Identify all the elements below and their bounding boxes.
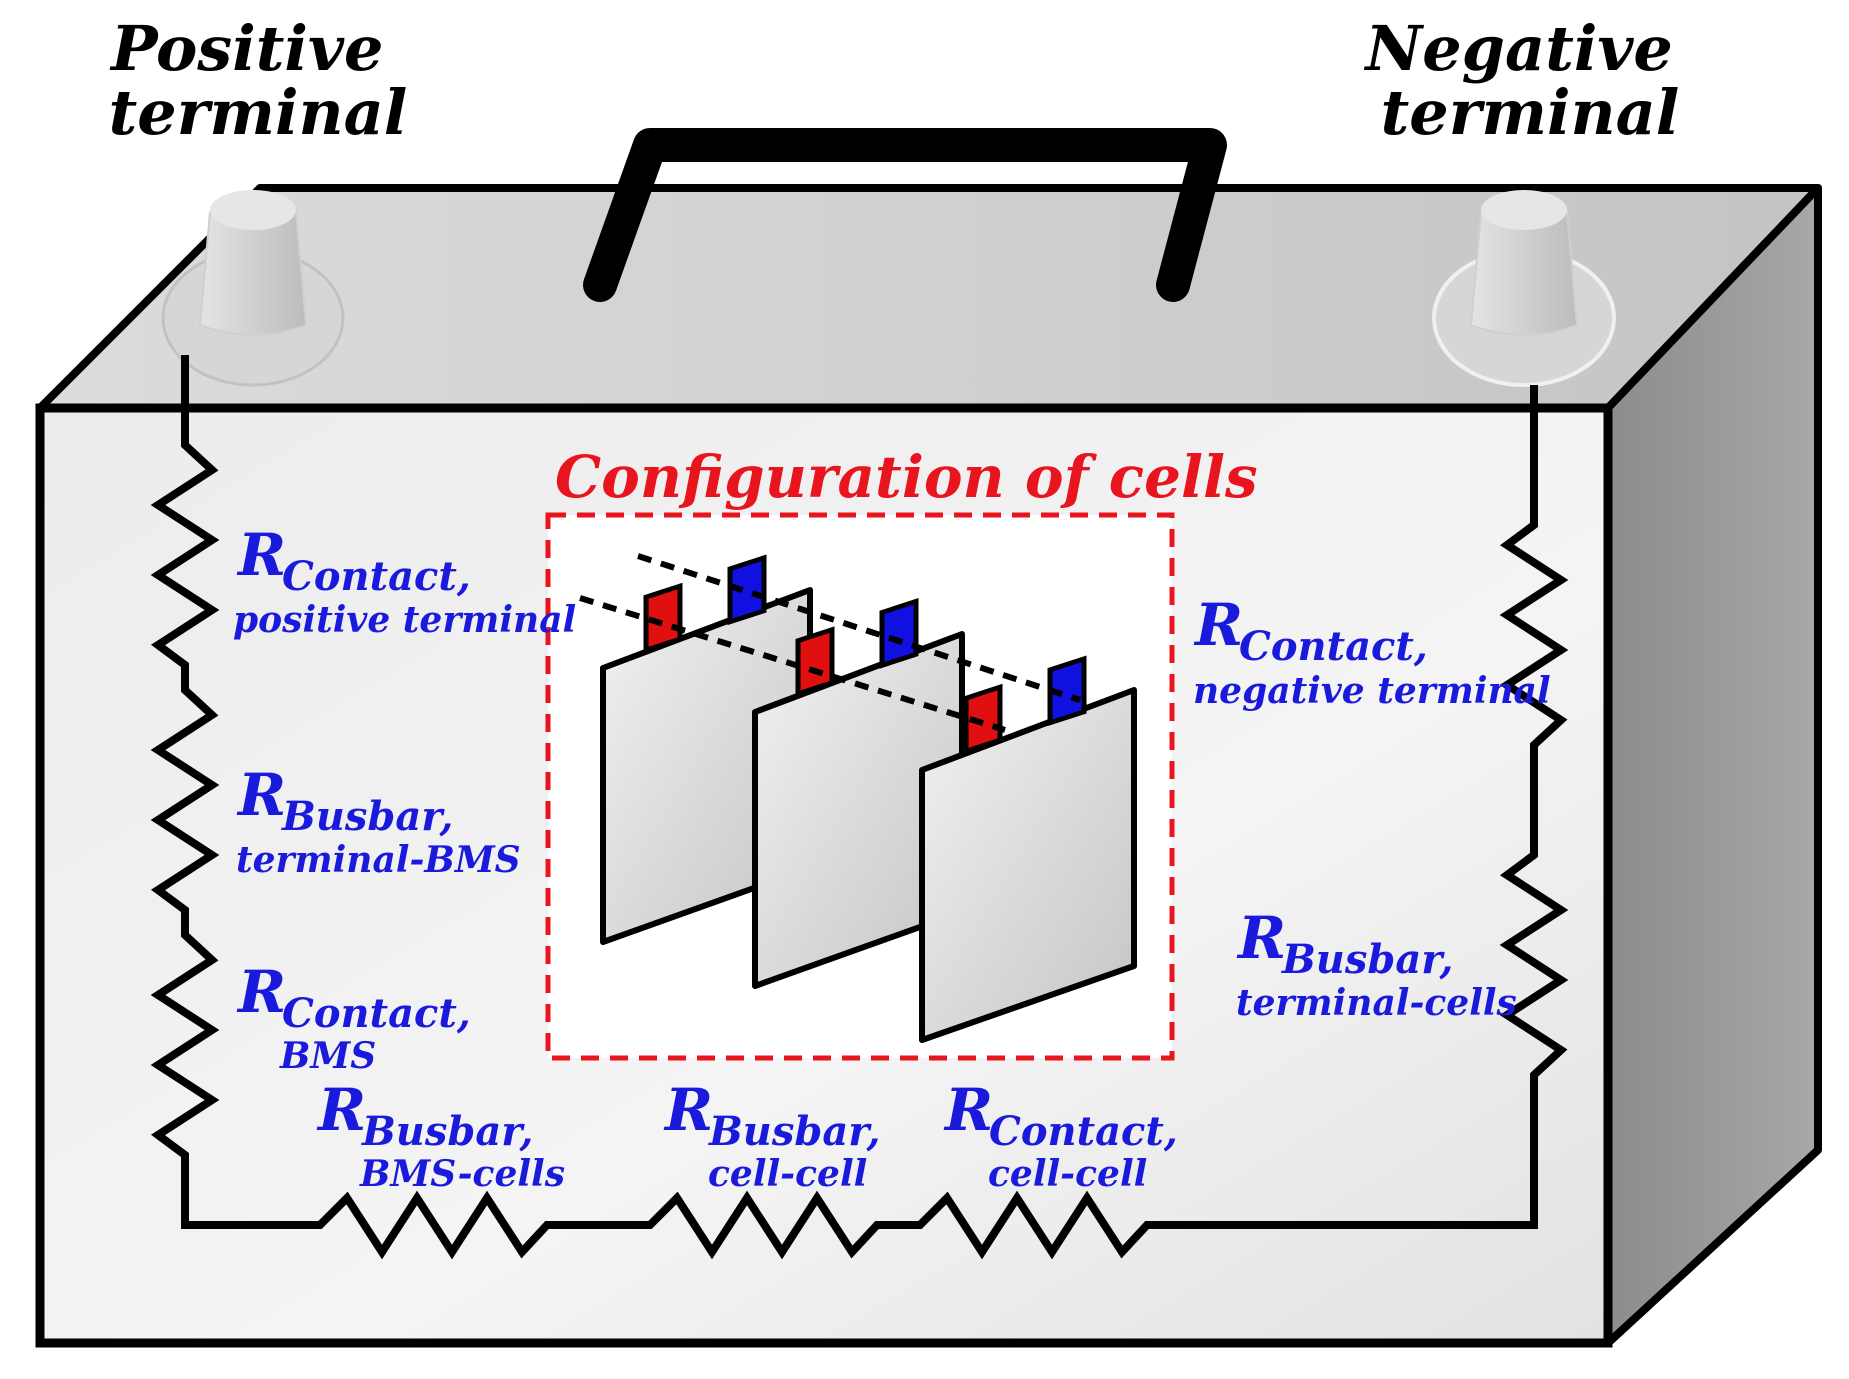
label-r-subscript: Busbar, xyxy=(361,1108,533,1155)
label-contact-positive: R Contact, positive terminal xyxy=(233,521,576,641)
label-r-description: cell-cell xyxy=(708,1153,867,1195)
cell-1-negative-tab xyxy=(727,554,767,626)
resistor-circuit xyxy=(150,355,1569,1260)
label-r-symbol: R xyxy=(316,1076,366,1144)
label-busbar-terminal-cells: R Busbar, terminal-cells xyxy=(1236,904,1517,1024)
label-r-description: terminal-BMS xyxy=(236,839,521,881)
cell-3-negative-tab xyxy=(1047,655,1087,727)
cell-link-back xyxy=(637,553,1081,703)
label-r-description: BMS-cells xyxy=(359,1153,565,1195)
label-r-symbol: R xyxy=(236,761,286,829)
config-title: Configuration of cells xyxy=(555,443,1258,511)
cell-3-positive-tab xyxy=(963,683,1003,755)
cell-3 xyxy=(919,655,1137,1043)
label-contact-bms: R Contact, BMS xyxy=(236,958,471,1077)
label-r-subscript: Busbar, xyxy=(708,1108,880,1155)
positive-terminal-label: Positive terminal xyxy=(109,12,408,149)
battery-handle xyxy=(583,128,1227,302)
label-r-subscript: Contact, xyxy=(282,553,471,600)
label-r-symbol: R xyxy=(663,1076,713,1144)
label-r-symbol: R xyxy=(236,958,286,1026)
cell-1-positive-tab xyxy=(643,582,683,654)
label-contact-negative: R Contact, negative terminal xyxy=(1193,591,1551,712)
label-busbar-terminal-bms: R Busbar, terminal-BMS xyxy=(236,761,521,881)
positive-terminal-post xyxy=(161,190,345,387)
label-r-subscript: Busbar, xyxy=(1281,936,1453,983)
label-r-description: terminal-cells xyxy=(1236,982,1517,1024)
label-busbar-bms-cells: R Busbar, BMS-cells xyxy=(316,1076,565,1195)
label-r-symbol: R xyxy=(236,521,286,589)
negative-terminal-post xyxy=(1432,190,1616,387)
label-r-subscript: Contact, xyxy=(1239,623,1428,670)
positive-terminal-line2: terminal xyxy=(109,76,408,149)
label-contact-cell-cell: R Contact, cell-cell xyxy=(943,1076,1178,1195)
label-r-description: negative terminal xyxy=(1193,670,1551,712)
label-r-description: cell-cell xyxy=(988,1153,1147,1195)
label-r-subscript: Busbar, xyxy=(281,793,453,840)
label-busbar-cell-cell: R Busbar, cell-cell xyxy=(663,1076,880,1195)
label-r-symbol: R xyxy=(1236,904,1286,972)
cell-link-front xyxy=(579,595,1006,733)
cell-2-positive-tab xyxy=(795,626,835,698)
negative-terminal-line2: terminal xyxy=(1381,76,1680,149)
circuit-wire xyxy=(150,355,1569,1260)
cell-2-negative-tab xyxy=(879,598,919,669)
label-r-description: BMS xyxy=(279,1035,376,1077)
negative-terminal-label: Negative terminal xyxy=(1364,12,1695,149)
label-r-subscript: Contact, xyxy=(989,1108,1178,1155)
positive-terminal-line1: Positive xyxy=(109,12,383,85)
cell-stack xyxy=(579,553,1137,1043)
label-r-description: positive terminal xyxy=(233,599,576,641)
negative-terminal-line1: Negative xyxy=(1364,12,1673,85)
label-r-subscript: Contact, xyxy=(282,990,471,1037)
label-r-symbol: R xyxy=(1193,591,1243,659)
label-r-symbol: R xyxy=(943,1076,993,1144)
